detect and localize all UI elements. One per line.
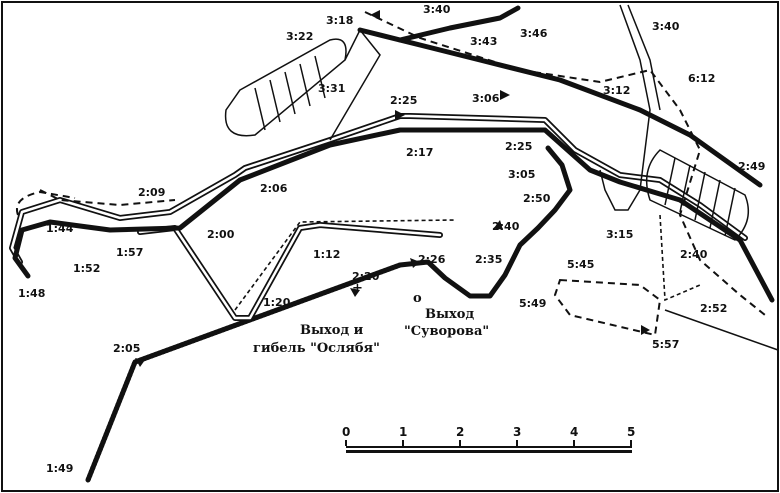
time-label: 3:18 — [326, 14, 353, 27]
track-main-south — [85, 145, 573, 483]
suvorov-circle-marker: o — [413, 291, 422, 306]
time-label: 2:20 — [352, 270, 380, 283]
track-top-north — [397, 5, 521, 43]
time-label: 3:40 — [652, 20, 680, 33]
time-label: 1:52 — [73, 262, 100, 275]
time-label: 2:52 — [700, 302, 727, 315]
time-label: 3:22 — [286, 30, 313, 43]
time-label: 3:06 — [472, 92, 500, 105]
time-label: 5:49 — [519, 297, 546, 310]
time-label: 2:25 — [505, 140, 532, 153]
time-label: 2:49 — [738, 160, 765, 173]
time-label: 3:40 — [423, 3, 451, 16]
time-label: 2:06 — [260, 182, 288, 195]
time-label: 2:00 — [207, 228, 235, 241]
time-label: 2:25 — [390, 94, 417, 107]
scale-tick-label: 4 — [570, 425, 578, 439]
scale-tick-label: 5 — [627, 425, 635, 439]
time-labels: 3:18 3:40 3:22 3:43 3:46 3:40 3:31 6:12 … — [18, 3, 765, 475]
time-label: 2:50 — [523, 192, 551, 205]
time-label: 2:05 — [113, 342, 140, 355]
time-label: 3:12 — [603, 84, 630, 97]
track-top-east — [357, 27, 763, 188]
time-label: 5:45 — [567, 258, 594, 271]
time-label: 1:44 — [46, 222, 74, 235]
track-dashed-loop — [16, 190, 76, 216]
time-label: 5:57 — [652, 338, 679, 351]
time-label: 3:46 — [520, 27, 548, 40]
track-dashed-north — [364, 11, 766, 316]
caption-suvorov-line1: Выход — [425, 307, 474, 322]
caption-oslyabya-line1: Выход и — [300, 323, 364, 338]
time-label: 3:05 — [508, 168, 535, 181]
track-thin-vertical — [599, 4, 651, 211]
track-thin-vertical-2 — [627, 4, 661, 111]
scale-tick-label: 3 — [513, 425, 521, 439]
time-label: 2:17 — [406, 146, 433, 159]
time-label: 1:57 — [116, 246, 143, 259]
track-line-east — [664, 309, 779, 351]
time-label: 1:12 — [313, 248, 340, 261]
scale-bar-stripe — [346, 448, 632, 450]
scale-tick-label: 2 — [456, 425, 464, 439]
time-label: 3:43 — [470, 35, 497, 48]
time-label: 1:48 — [18, 287, 45, 300]
time-label: 3:15 — [606, 228, 633, 241]
track-dashed-southeast — [553, 278, 662, 337]
caption-oslyabya-line2: гибель "Ослябя" — [253, 341, 380, 356]
coil-right — [645, 149, 750, 241]
time-label: 2:35 — [475, 253, 502, 266]
track-dashed-west — [39, 189, 176, 207]
time-label: 1:49 — [46, 462, 73, 475]
track-dashed-east — [659, 214, 701, 302]
scale-tick-label: 0 — [342, 425, 350, 439]
track-dashed-middle — [234, 219, 456, 311]
time-label: 3:31 — [318, 82, 345, 95]
time-label: 2:09 — [138, 186, 165, 199]
oslyabya-cross-marker: + — [352, 281, 363, 296]
track-main-north — [12, 127, 775, 303]
time-label: 2:40 — [680, 248, 708, 261]
scale-bar: 0 1 2 3 4 5 — [342, 425, 635, 453]
time-label: 1:20 — [263, 296, 291, 309]
coil-left — [224, 38, 347, 137]
time-label: 6:12 — [688, 72, 715, 85]
scale-tick-label: 1 — [399, 425, 407, 439]
caption-suvorov-line2: "Суворова" — [404, 324, 489, 339]
time-label: 2:40 — [492, 220, 520, 233]
track-thin-north — [329, 28, 381, 141]
direction-arrows — [135, 10, 650, 367]
time-label: 2:26 — [418, 253, 446, 266]
